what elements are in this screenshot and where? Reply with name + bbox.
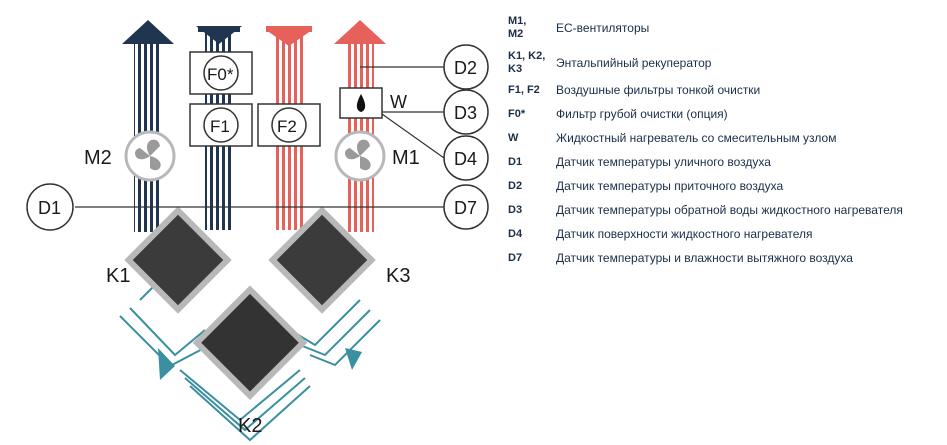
filter-f1: F1 [189, 103, 253, 147]
label-k3: K3 [386, 265, 410, 287]
legend-code: K1, K2, K3 [508, 50, 546, 75]
heater-w: W [339, 87, 407, 119]
label-d7: D7 [454, 198, 477, 218]
legend-item: W Жидкостный нагреватель со смесительным … [508, 126, 938, 150]
legend-text: Жидкостный нагреватель со смесительным у… [556, 131, 837, 145]
legend-item: D4 Датчик поверхности жидкостного нагрева… [508, 222, 938, 246]
legend-code: D7 [508, 251, 523, 264]
legend-item: K1, K2, K3 Энтальпийный рекуператор [508, 48, 938, 78]
loop-arrow-right [345, 348, 362, 370]
recuperator-k2 [192, 285, 308, 400]
label-d3: D3 [454, 103, 477, 123]
label-m2: M2 [84, 147, 112, 169]
label-k1: K1 [106, 265, 130, 287]
sensor-d2: D2 [443, 44, 489, 90]
loop-arrow-left [158, 348, 175, 380]
legend-item: D7 Датчик температуры и влажности вытяжно… [508, 246, 938, 270]
supply-duct-right [334, 20, 386, 232]
legend-text: Воздушные фильтры тонкой очистки [556, 83, 761, 97]
label-d2: D2 [454, 58, 477, 78]
label-m1: M1 [392, 147, 420, 169]
legend-code: M1, M2 [508, 15, 527, 40]
sensor-d7: D7 [443, 184, 489, 230]
exhaust-duct-left [122, 20, 174, 232]
filter-f2: F2 [257, 103, 321, 147]
label-w: W [390, 92, 407, 112]
legend-code: D2 [508, 179, 523, 192]
recuperator-k1 [124, 206, 232, 314]
legend-code: D4 [508, 227, 523, 240]
label-f0: F0* [207, 65, 234, 84]
legend-text: Датчик температуры и влажности вытяжного… [556, 251, 853, 265]
sensor-d1: D1 [26, 183, 74, 231]
legend-text: Энтальпийный рекуператор [556, 56, 712, 70]
recuperator-k3 [268, 206, 376, 314]
legend-code: F1, F2 [508, 83, 540, 96]
label-k2: K2 [238, 415, 262, 437]
filter-f0: F0* [189, 51, 253, 95]
legend-item: D1 Датчик температуры уличного воздуха [508, 150, 938, 174]
label-d4: D4 [454, 149, 477, 169]
legend-item: M1, M2 EC-вентиляторы [508, 8, 938, 48]
sensor-d4: D4 [443, 135, 489, 181]
legend-item: F0* Фильтр грубой очистки (опция) [508, 102, 938, 126]
legend-code: W [508, 131, 519, 144]
legend-text: Датчик поверхности жидкостного нагревате… [556, 227, 813, 241]
legend-code: D3 [508, 203, 523, 216]
fan-m1-icon [334, 130, 386, 182]
fan-m2-icon [124, 130, 176, 182]
legend-text: Фильтр грубой очистки (опция) [556, 107, 728, 121]
legend-text: EC-вентиляторы [556, 21, 650, 35]
legend-item: D2 Датчик температуры приточного воздуха [508, 174, 938, 198]
sensor-lines [75, 66, 445, 208]
legend-text: Датчик температуры приточного воздуха [556, 179, 784, 193]
legend-text: Датчик температуры уличного воздуха [556, 155, 771, 169]
legend-code: F0* [508, 107, 526, 120]
legend-item: F1, F2 Воздушные фильтры тонкой очистки [508, 78, 938, 102]
label-d1: D1 [38, 198, 61, 218]
label-f2: F2 [277, 117, 297, 136]
ventilation-diagram: M2 M1 F0* F1 F2 W D1 D2 D3 [26, 20, 489, 442]
sensor-d3: D3 [443, 89, 489, 135]
legend-item: D3 Датчик температуры обратной воды жидко… [508, 198, 938, 222]
legend-text: Датчик температуры обратной воды жидкост… [556, 203, 903, 217]
label-f1: F1 [210, 117, 230, 136]
legend-code: D1 [508, 155, 523, 168]
